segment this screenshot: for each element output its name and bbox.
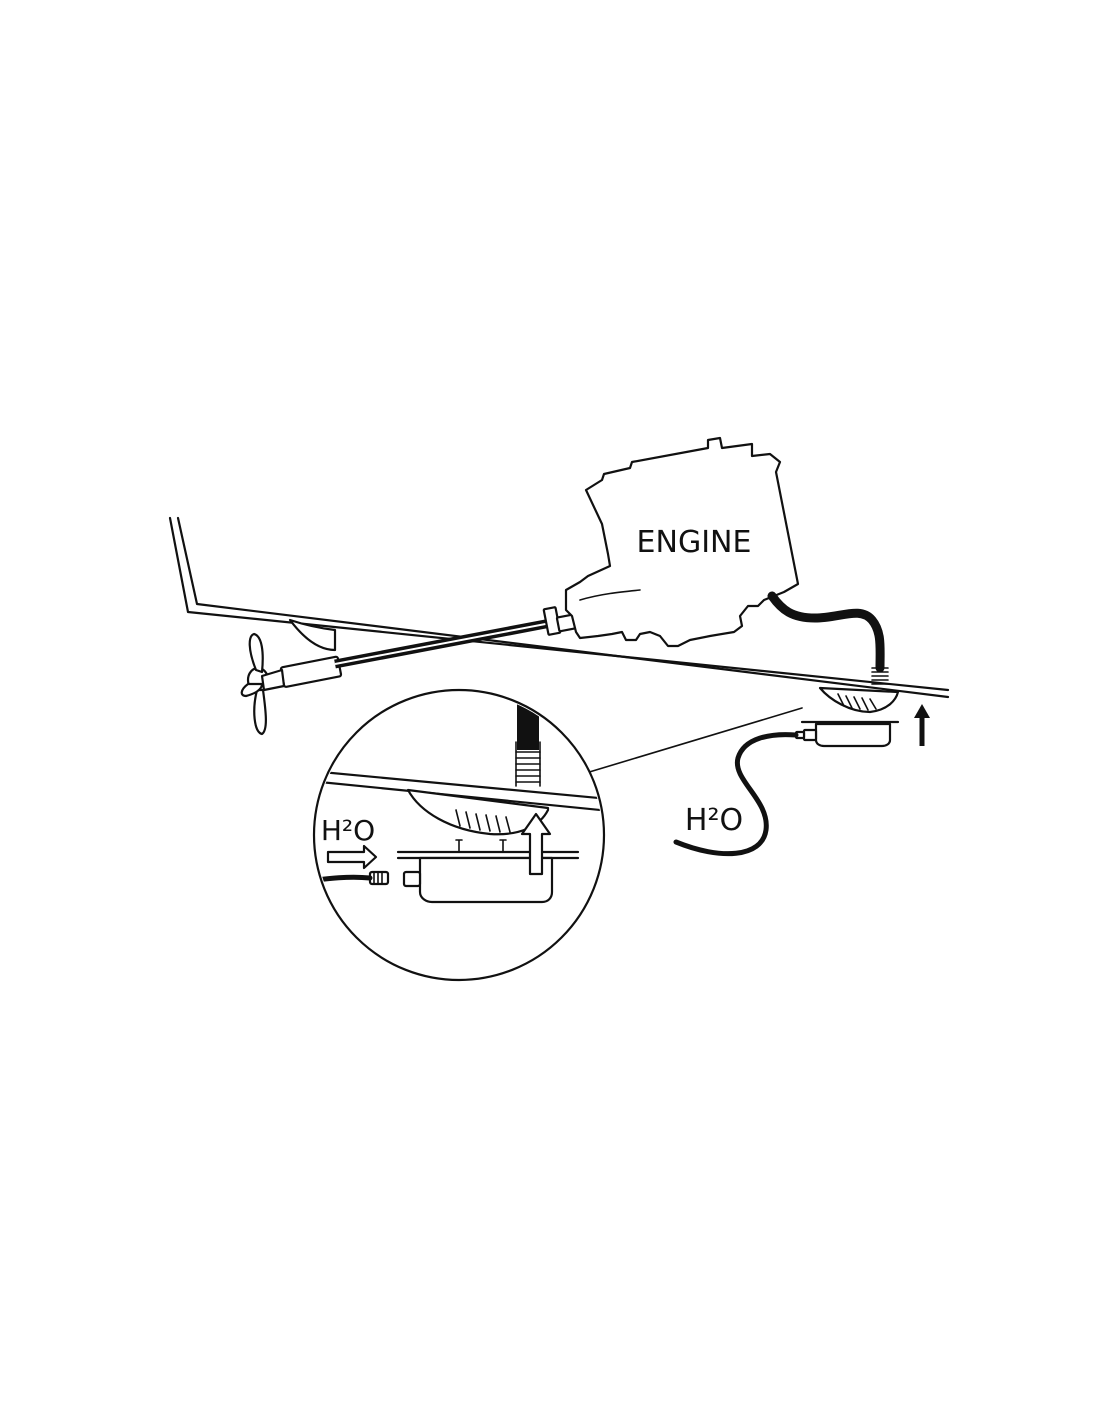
propeller-icon [240,632,286,736]
inset-strainer-fitting [402,870,422,888]
hose-clamp-ribs [871,667,889,685]
inset-intake-hose [316,874,373,885]
water-label-inset: H²O [321,814,375,847]
propeller-assembly [240,618,343,736]
inset-strainer [368,839,580,904]
arrow-up-icon [914,704,930,746]
shaft-strut [288,618,337,652]
detail-inset: H²O [312,688,606,982]
engine-detail-ridge [579,589,641,601]
water-label-main: H²O [685,803,743,838]
prop-shaft [334,606,577,669]
engine-cooling-hose [767,591,889,685]
inset-hull-line-top [316,768,602,802]
inset-circle [312,688,606,982]
thru-hull-scoop [818,686,900,714]
engine-outline [564,436,800,648]
hull-transom-line [168,516,950,692]
inset-arrow-up-icon [520,812,552,876]
hull-bottom-line [176,516,950,699]
engine-block: ENGINE [564,436,800,648]
inset-scoop [406,788,550,836]
detail-leader-line [585,707,803,774]
strainer-main [794,720,900,748]
shaft-bearing [279,655,343,688]
engine-label: ENGINE [637,525,752,560]
strainer-fitting [802,728,818,742]
arrow-right-icon [326,844,378,870]
intake-hose [673,732,799,857]
hull [168,516,950,699]
